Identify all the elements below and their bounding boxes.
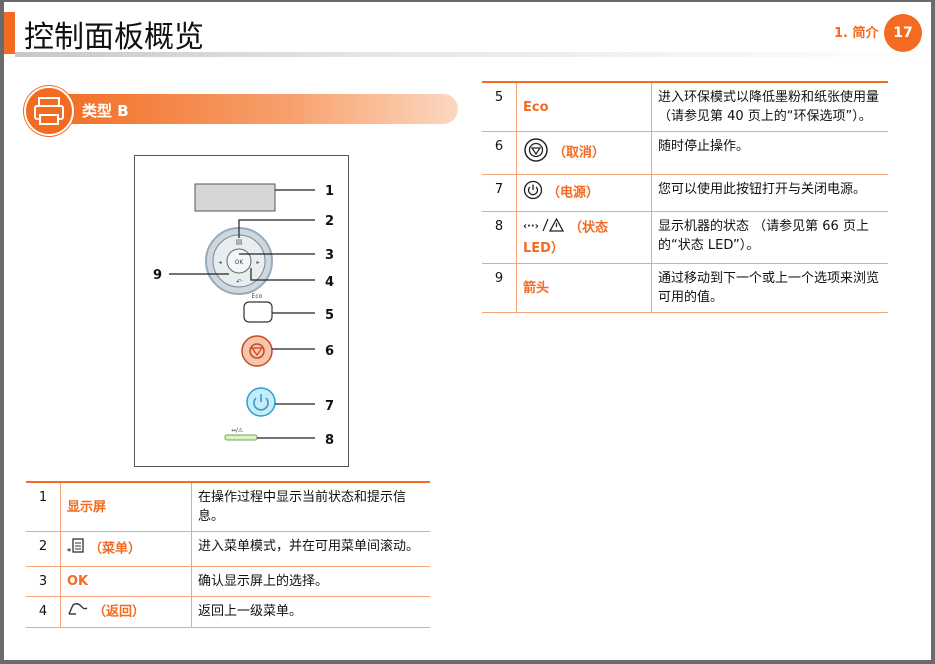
cancel-button <box>241 335 273 367</box>
item-name: （返回） <box>93 604 146 620</box>
section-banner: 类型 B <box>24 86 458 136</box>
table-row: 6 （取消） 随时停止操作。 <box>482 131 888 175</box>
menu-icon: * <box>67 537 85 561</box>
item-desc: 随时停止操作。 <box>651 131 888 175</box>
item-name: （电源） <box>547 185 600 201</box>
status-led-icon: ‹··› <box>523 217 565 239</box>
header-rule <box>15 52 931 57</box>
page-number-badge: 17 <box>884 14 922 52</box>
display-screen <box>194 183 276 212</box>
svg-text:OK: OK <box>235 259 245 266</box>
item-desc: 在操作过程中显示当前状态和提示信息。 <box>191 481 430 532</box>
chapter-label: 1. 简介 <box>834 26 879 41</box>
power-icon <box>523 180 543 206</box>
spec-table-right: 5 Eco 进入环保模式以降低墨粉和纸张使用量 （请参见第 40 页上的“环保选… <box>482 81 888 313</box>
callout-2: 2 <box>325 214 334 229</box>
table-row: 4 （返回） 返回上一级菜单。 <box>26 596 430 628</box>
eco-button <box>243 301 273 323</box>
svg-text:◂: ◂ <box>218 259 221 266</box>
item-name: （取消） <box>553 145 606 161</box>
callout-4: 4 <box>325 275 334 290</box>
svg-text:↔/⚠: ↔/⚠ <box>231 427 244 434</box>
callout-9: 9 <box>153 268 162 283</box>
callout-8: 8 <box>325 433 334 448</box>
svg-text:▤: ▤ <box>236 238 243 246</box>
item-desc: 通过移动到下一个或上一个选项来浏览可用的值。 <box>651 263 888 313</box>
section-title: 类型 B <box>82 102 129 120</box>
callout-3: 3 <box>325 248 334 263</box>
item-desc: 确认显示屏上的选择。 <box>191 566 430 597</box>
back-icon <box>67 602 89 622</box>
table-row: 7 （电源） 您可以使用此按钮打开与关闭电源。 <box>482 174 888 212</box>
svg-text:▸: ▸ <box>256 259 259 266</box>
item-name: Eco <box>516 81 652 132</box>
svg-text:↶: ↶ <box>236 278 242 286</box>
callout-6: 6 <box>325 344 334 359</box>
callout-7: 7 <box>325 399 334 414</box>
item-name: 显示屏 <box>60 481 192 532</box>
section-banner-bar <box>44 94 458 124</box>
item-name: OK <box>60 566 192 597</box>
item-name-cell: （电源） <box>516 174 652 212</box>
item-desc: 返回上一级菜单。 <box>191 596 430 628</box>
control-panel-diagram: OK ▤ ↶ ◂ ▸ Eco ↔/⚠ <box>134 155 349 467</box>
callout-5: 5 <box>325 308 334 323</box>
cancel-icon <box>523 137 549 169</box>
status-led <box>224 434 258 441</box>
item-desc: 显示机器的状态 （请参见第 66 页上的“状态 LED”）。 <box>651 211 888 264</box>
callout-1: 1 <box>325 184 334 199</box>
table-row: 8 ‹··› （状态 LED） 显示机器的状态 （请参见第 66 页上的“状态 … <box>482 211 888 264</box>
svg-text:Eco: Eco <box>252 293 263 300</box>
page-title: 控制面板概览 <box>24 20 204 55</box>
page-header: 控制面板概览 1. 简介 17 <box>4 2 931 60</box>
svg-text:‹··›: ‹··› <box>523 221 539 232</box>
item-desc: 进入菜单模式，并在可用菜单间滚动。 <box>191 531 430 567</box>
header-accent-bar <box>4 12 15 54</box>
item-name: （菜单） <box>89 541 142 557</box>
item-name: 箭头 <box>516 263 652 313</box>
item-desc: 您可以使用此按钮打开与关闭电源。 <box>651 174 888 212</box>
table-row: 2 * （菜单） 进入菜单模式，并在可用菜单间滚动。 <box>26 531 430 567</box>
svg-text:*: * <box>67 547 72 555</box>
ok-button <box>226 248 252 274</box>
item-name-cell: （返回） <box>60 596 192 628</box>
item-name-cell: ‹··› （状态 LED） <box>516 211 652 264</box>
item-name-cell: （取消） <box>516 131 652 175</box>
spec-table-left: 1 显示屏 在操作过程中显示当前状态和提示信息。 2 * （菜单） 进入菜单模式… <box>26 481 430 628</box>
table-row: 3 OK 确认显示屏上的选择。 <box>26 566 430 597</box>
item-desc: 进入环保模式以降低墨粉和纸张使用量 （请参见第 40 页上的“环保选项”）。 <box>651 81 888 132</box>
item-name: （状态 LED） <box>523 220 609 257</box>
manual-page: 控制面板概览 1. 简介 17 类型 B OK ▤ ↶ ◂ <box>4 2 931 660</box>
printer-icon <box>24 86 74 136</box>
table-row: 1 显示屏 在操作过程中显示当前状态和提示信息。 <box>26 481 430 532</box>
table-row: 9 箭头 通过移动到下一个或上一个选项来浏览可用的值。 <box>482 263 888 313</box>
item-name-cell: * （菜单） <box>60 531 192 567</box>
table-row: 5 Eco 进入环保模式以降低墨粉和纸张使用量 （请参见第 40 页上的“环保选… <box>482 81 888 132</box>
